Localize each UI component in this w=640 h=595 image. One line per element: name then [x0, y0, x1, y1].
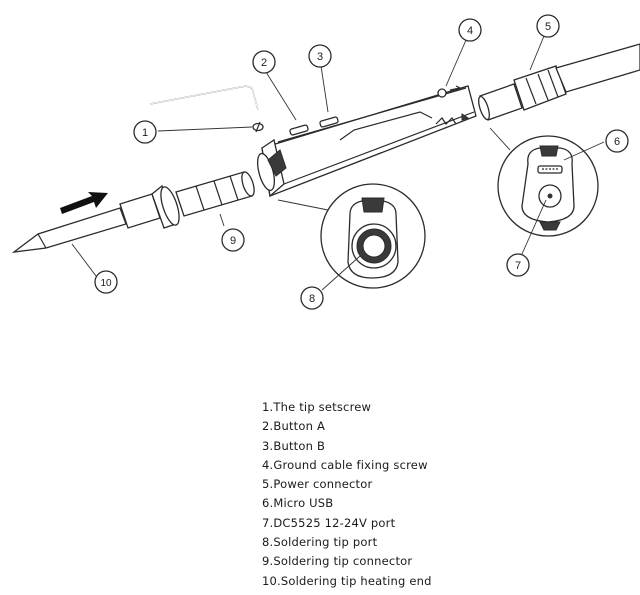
- svg-text:1: 1: [142, 127, 148, 139]
- svg-text:4: 4: [467, 25, 473, 37]
- svg-text:3: 3: [317, 51, 323, 63]
- callout-5: 5: [536, 14, 560, 38]
- detail-rear-view: [497, 135, 599, 237]
- callout-6: 6: [605, 129, 629, 153]
- callout-1: 1: [133, 120, 157, 144]
- insert-arrow: [60, 192, 108, 214]
- svg-text:5: 5: [545, 21, 551, 33]
- legend-item: 1.The tip setscrew: [262, 400, 372, 414]
- power-connector: [478, 43, 640, 121]
- handle-body: [256, 85, 477, 198]
- svg-text:7: 7: [515, 260, 521, 272]
- soldering-tip: [11, 184, 180, 253]
- setscrew: [252, 121, 264, 133]
- callout-10: 10: [94, 270, 118, 294]
- legend-item: 2.Button A: [262, 419, 326, 434]
- callout-4: 4: [458, 18, 482, 42]
- ground-screw: [437, 88, 447, 98]
- legend-item: 6.Micro USB: [262, 496, 334, 511]
- parts-legend: 1.The tip setscrew 2.Button A 3.Button B…: [262, 398, 432, 591]
- svg-text:10: 10: [100, 278, 112, 289]
- svg-text:6: 6: [614, 136, 620, 148]
- leader-lines: [71, 35, 605, 291]
- soldering-iron-diagram: 1 2 3 4 5 6 7 8 9 10: [11, 14, 640, 310]
- legend-item: 9.Soldering tip connector: [262, 554, 413, 569]
- legend-item: 10.Soldering tip heating end: [262, 573, 432, 588]
- legend-item: 5.Power connector: [262, 477, 373, 492]
- legend-item: 4.Ground cable fixing screw: [262, 457, 428, 472]
- callout-3: 3: [308, 44, 332, 68]
- callout-2: 2: [252, 50, 276, 74]
- legend-item: 8.Soldering tip port: [262, 535, 378, 550]
- callout-9: 9: [221, 228, 245, 252]
- button-b[interactable]: [319, 116, 339, 128]
- legend-item: 3.Button B: [262, 438, 326, 453]
- svg-text:8: 8: [309, 293, 315, 305]
- svg-text:2: 2: [261, 57, 267, 69]
- callout-7: 7: [506, 253, 530, 277]
- svg-text:9: 9: [230, 235, 236, 247]
- detail-front-view: [320, 183, 426, 289]
- legend-item: 7.DC5525 12-24V port: [262, 515, 396, 530]
- callout-8: 8: [300, 286, 324, 310]
- button-a[interactable]: [289, 124, 309, 136]
- hex-key: [149, 85, 259, 111]
- tip-connector: [175, 171, 255, 217]
